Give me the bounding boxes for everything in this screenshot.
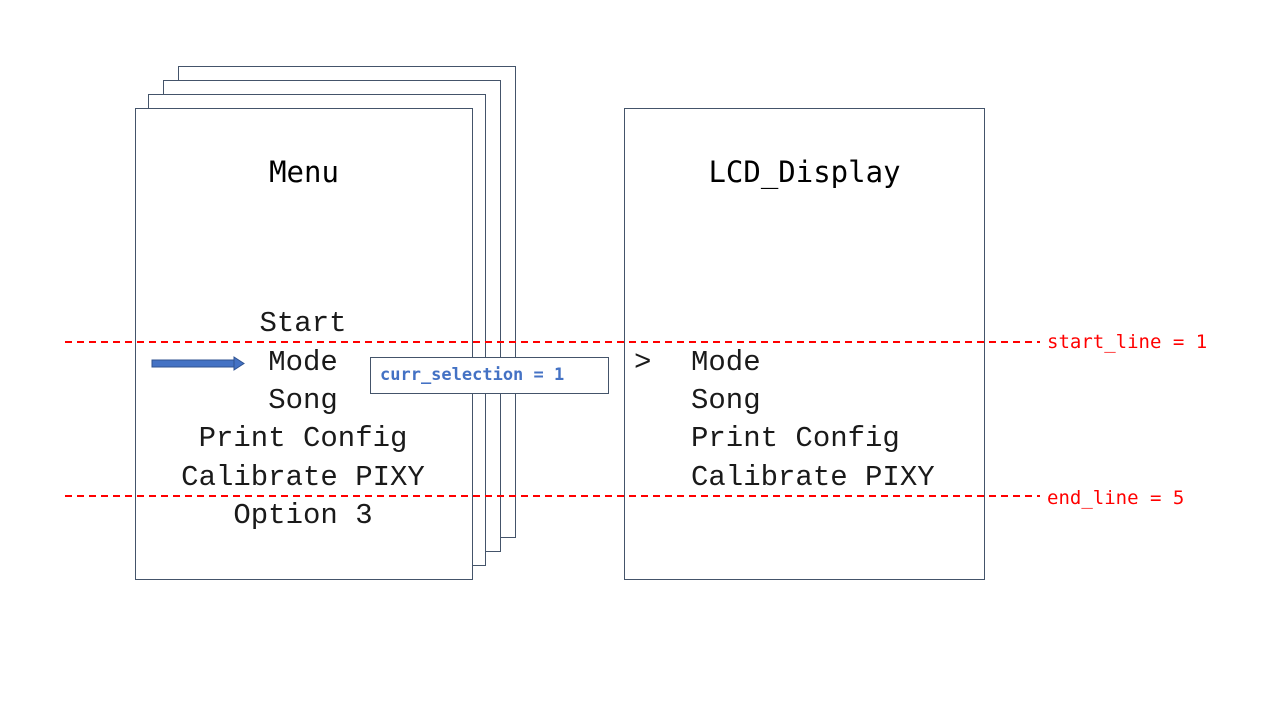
lcd-item: Print Config bbox=[691, 422, 900, 455]
curr-selection-box: curr_selection = 1 bbox=[370, 357, 609, 394]
selection-arrow-icon bbox=[151, 356, 245, 371]
end-line-label: end_line = 5 bbox=[1047, 487, 1185, 509]
lcd-item: Calibrate PIXY bbox=[691, 461, 935, 494]
menu-item: Start bbox=[259, 307, 347, 340]
menu-panel bbox=[135, 108, 473, 580]
menu-item: Print Config bbox=[198, 422, 408, 455]
lcd-cursor: > bbox=[634, 346, 652, 379]
start-line-dashed bbox=[65, 341, 1040, 343]
menu-title: Menu bbox=[269, 155, 339, 189]
menu-item: Song bbox=[268, 384, 338, 417]
menu-item: Mode bbox=[268, 346, 338, 379]
end-line-dashed bbox=[65, 495, 1040, 497]
start-line-label: start_line = 1 bbox=[1047, 331, 1208, 353]
menu-item: Calibrate PIXY bbox=[181, 461, 425, 494]
lcd-display-panel bbox=[624, 108, 985, 580]
lcd-item: Song bbox=[691, 384, 761, 417]
lcd-item: Mode bbox=[691, 346, 761, 379]
lcd-display-title: LCD_Display bbox=[708, 155, 901, 189]
menu-item: Option 3 bbox=[233, 499, 373, 532]
